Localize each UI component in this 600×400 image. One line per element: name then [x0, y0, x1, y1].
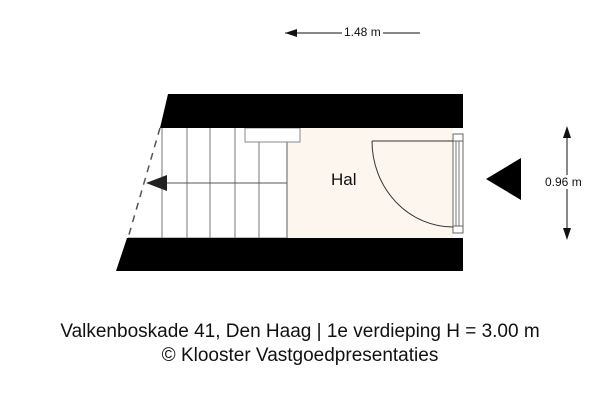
bottom-wall — [116, 238, 463, 271]
caption-address: Valkenboskade 41, Den Haag | 1e verdiepi… — [60, 321, 540, 342]
room-label-hal: Hal — [331, 170, 357, 189]
hal-floor — [287, 128, 453, 238]
top-wall — [160, 94, 463, 128]
caption-copyright: © Klooster Vastgoedpresentaties — [161, 345, 439, 366]
depth-dimension-label: 0.96 m — [543, 175, 584, 189]
entrance-door-frame — [371, 133, 464, 234]
width-dimension-label: 1.48 m — [342, 25, 383, 39]
staircase — [127, 127, 301, 239]
entrance-marker-icon — [486, 158, 521, 200]
stair-direction-arrow — [146, 175, 167, 191]
